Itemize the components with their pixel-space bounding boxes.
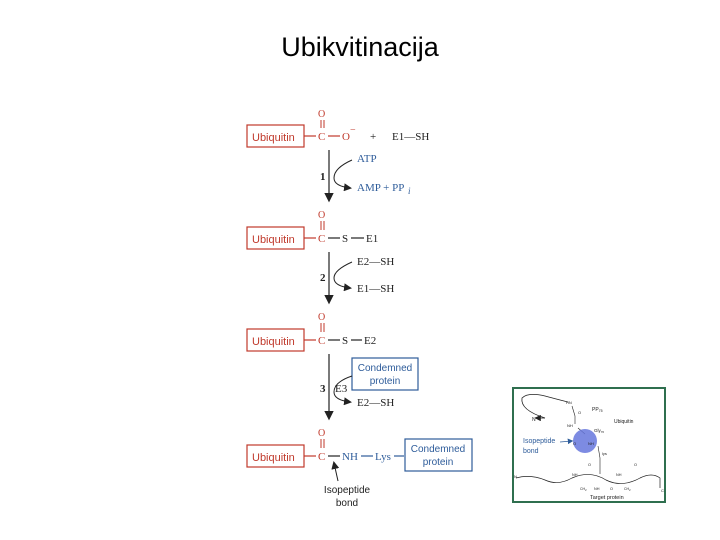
step-2: 2 E2—SH E1—SH (320, 252, 394, 305)
carbon-label: C (318, 335, 325, 347)
inset-o-4: O (634, 463, 637, 467)
inset-isopeptide-line-2: bond (523, 448, 539, 455)
e3-label: E3 (335, 383, 348, 395)
sulfur-label: S (342, 335, 348, 347)
e2-label: E2 (364, 335, 376, 347)
carbon-label: C (318, 233, 325, 245)
nh-label: NH (342, 451, 358, 463)
plus-sign: + (370, 131, 376, 143)
e1-label: E1 (366, 233, 378, 245)
inset-isopeptide-line-1: Isopeptide (523, 438, 555, 445)
inset-lys: lys (602, 451, 607, 456)
inset-gly76: Gly76 (594, 428, 604, 434)
step-3-number: 3 (320, 383, 326, 395)
condemned-line-1: Condemned (358, 363, 412, 374)
inset-n-bottom: N (514, 474, 517, 479)
condemned-line-2: protein (423, 457, 454, 468)
inset-nh-3: NH (572, 473, 578, 477)
inset-nh-5: NH (594, 487, 600, 491)
inset-o-1: O (578, 410, 581, 415)
ubiquitin-label: Ubiquitin (252, 132, 295, 144)
condemned-protein-box (351, 357, 419, 391)
row-2-ubiquitin-e1-thioester: Ubiquitin C O S E1 (246, 210, 378, 250)
pp-subscript: i (408, 186, 411, 196)
ubiquitin-label: Ubiquitin (252, 336, 295, 348)
condemned-protein-box-final (404, 438, 473, 472)
e2-sh-label: E2—SH (357, 256, 394, 268)
inset-glycine-highlight (573, 429, 597, 453)
sulfur-label: S (342, 233, 348, 245)
e1-sh-label: E1—SH (392, 131, 429, 143)
inset-o-5: O (610, 487, 613, 491)
step-1: 1 ATP AMP + PP i (320, 150, 411, 203)
inset-target-protein: Target protein (590, 495, 624, 501)
inset-structure: N HN O NH PP75 Ubiquitin Gly76 O NH lys … (512, 387, 666, 503)
oxygen-label: O (318, 312, 325, 323)
inset-c-bottom: C (661, 488, 664, 493)
step-1-number: 1 (320, 171, 326, 183)
inset-nh-2: NH (588, 441, 594, 446)
row-1-ubiquitin-carboxylate: Ubiquitin C O O − + E1—SH (246, 109, 429, 148)
inset-n-top: N (532, 417, 536, 423)
lys-label: Lys (375, 451, 391, 463)
page-title: Ubikvitinacija (281, 32, 439, 62)
atp-label: ATP (357, 153, 377, 165)
inset-hn: HN (566, 400, 572, 405)
e2-sh-label: E2—SH (357, 397, 394, 409)
isopeptide-line-2: bond (336, 498, 358, 509)
o-minus-label: O (342, 131, 350, 143)
inset-o-3: O (588, 463, 591, 467)
minus-sign: − (350, 125, 356, 136)
amp-pp-label: AMP + PP (357, 182, 404, 194)
oxygen-label: O (318, 109, 325, 120)
inset-nh-4: NH (616, 473, 622, 477)
condemned-line-1: Condemned (411, 444, 465, 455)
inset-ch2-2: CH2 (624, 487, 631, 492)
isopeptide-line-1: Isopeptide (324, 485, 371, 496)
e1-sh-label: E1—SH (357, 283, 394, 295)
inset-ch2-1: CH2 (580, 487, 587, 492)
oxygen-label: O (318, 428, 325, 439)
row-4-ubiquitinated-protein: Ubiquitin C O NH Lys Condemned protein I… (246, 428, 473, 509)
carbon-label: C (318, 451, 325, 463)
inset-ubiquitin-label: Ubiquitin (614, 419, 634, 425)
inset-pp75: PP75 (592, 407, 603, 413)
oxygen-label: O (318, 210, 325, 221)
condemned-line-2: protein (370, 376, 401, 387)
ubiquitin-label: Ubiquitin (252, 452, 295, 464)
step-3: 3 E3 Condemned protein E2—SH (320, 354, 419, 421)
step-2-number: 2 (320, 272, 326, 284)
inset-nh-1: NH (567, 423, 573, 428)
row-3-ubiquitin-e2-thioester: Ubiquitin C O S E2 (246, 312, 376, 352)
inset-o-2: O (573, 441, 576, 446)
carbon-label: C (318, 131, 325, 143)
ubiquitin-label: Ubiquitin (252, 234, 295, 246)
